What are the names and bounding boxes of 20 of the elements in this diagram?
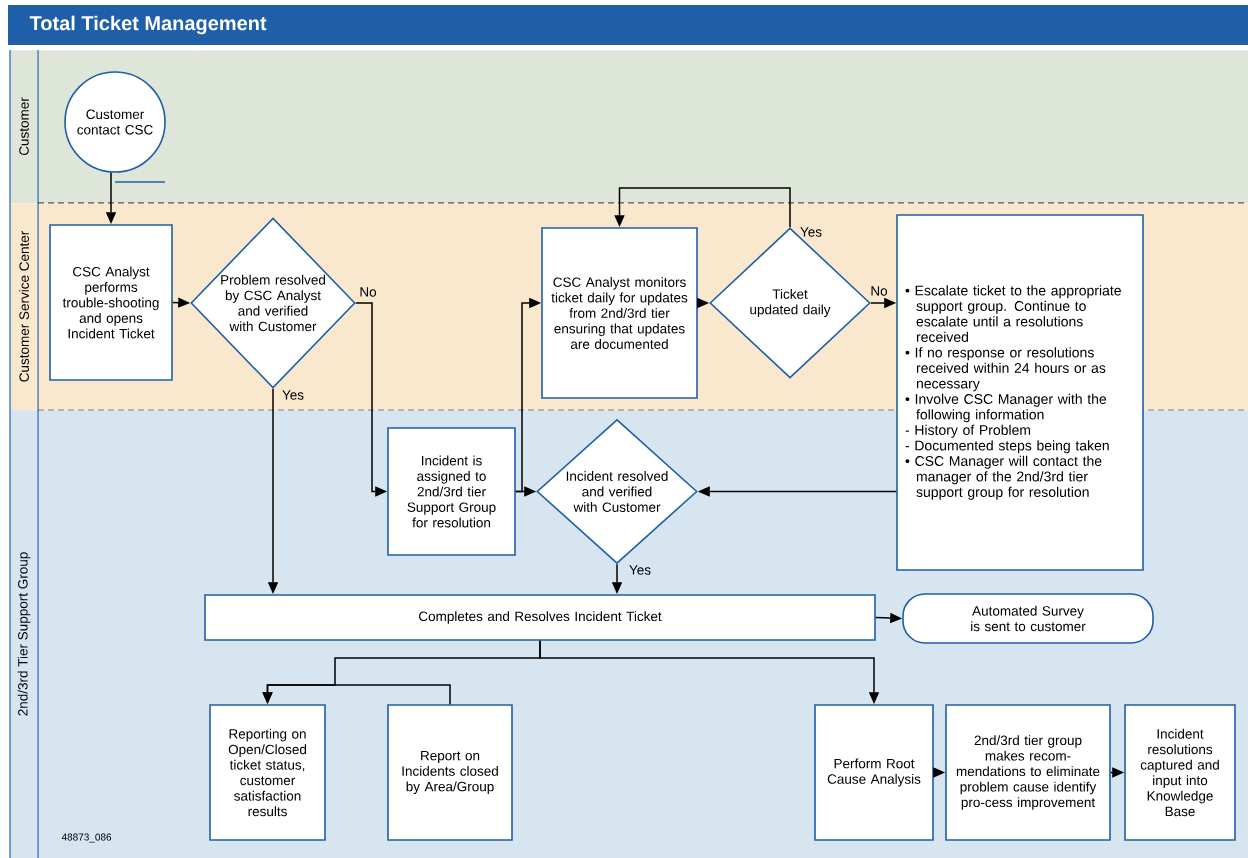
- title-bar: Total Ticket Management: [8, 5, 1248, 45]
- edge-label: Yes: [800, 227, 822, 237]
- process-box: Perform Root Cause Analysis: [814, 704, 934, 841]
- edge-label: No: [360, 287, 377, 297]
- process-box: CSC Analyst monitors ticket daily for updates from 2nd/3rd tier ensuring that updates are documented: [541, 227, 698, 399]
- process-box: 2nd/3rd tier group makes recom-mendations to eliminate problem cause identify pro-cess improvement: [945, 704, 1111, 841]
- process-box: Reporting on Open/Closed ticket status, customer satisfaction results: [209, 704, 326, 841]
- process-box: Report on Incidents closed by Area/Group: [387, 704, 513, 841]
- process-box: CSC Analyst performs trouble-shooting and opens Incident Ticket: [49, 224, 173, 381]
- arrow: [262, 684, 451, 705]
- edge-label: Yes: [282, 390, 304, 400]
- terminal-box: Automated Survey is sent to customer: [902, 593, 1154, 644]
- process-box: Incident is assigned to 2nd/3rd tier Support Group for resolution: [387, 427, 516, 556]
- edge-label: No: [871, 286, 888, 296]
- process-box: Completes and Resolves Incident Ticket: [204, 594, 876, 641]
- figure-number: 48873_086: [61, 833, 112, 843]
- arrow: [614, 187, 791, 228]
- edge-label: Yes: [629, 565, 651, 575]
- process-box: Incident resolutions captured and input into Knowledge Base: [1124, 704, 1236, 841]
- note-box: • Escalate ticket to the appropriate support group. Continue to escalate until a resolutions received • If no response or resolutions received within 24 hours or as necessary • Involve CSC Manager with the following information - History of Problem - Documented steps being taken • CSC Manager will contact the manager of the 2nd/3rd tier support group for resolution: [896, 214, 1144, 571]
